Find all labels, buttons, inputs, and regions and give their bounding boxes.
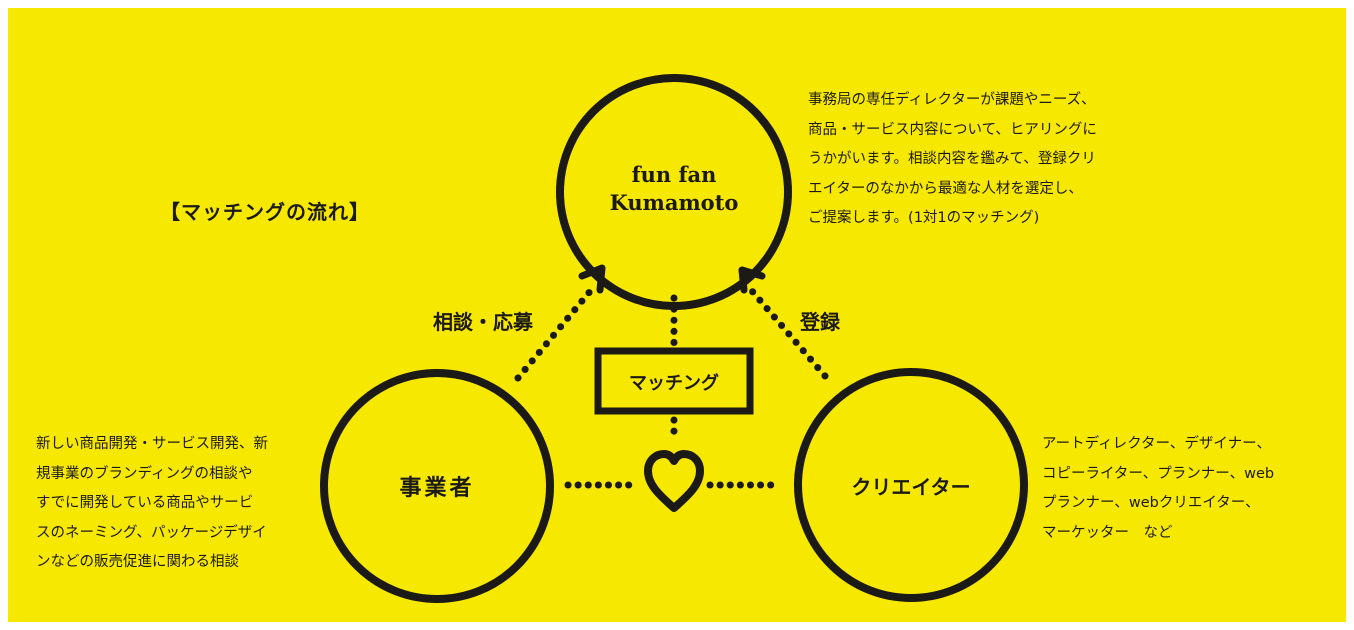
node-label: 事業者 <box>399 475 474 501</box>
box-label: マッチング <box>629 372 719 394</box>
background <box>8 8 1346 622</box>
heart-icon <box>644 450 704 512</box>
matching-flow-diagram: fun fan Kumamoto 事業者 クリエイター マッチング <box>8 8 1346 622</box>
business-owner-description: 新しい商品開発・サービス開発、新 規事業のブランディングの相談や すでに開発して… <box>36 436 268 570</box>
consult-apply-label: 相談・応募 <box>433 310 533 334</box>
creator-description: アートディレクター、デザイナー、 コピーライター、プランナー、web プランナー… <box>1042 436 1275 541</box>
diagram-panel: fun fan Kumamoto 事業者 クリエイター マッチング 【マッチング… <box>8 8 1346 622</box>
flow-heading: 【マッチングの流れ】 <box>160 200 370 224</box>
circle-outline <box>794 368 1028 602</box>
node-title-line1: fun fan <box>632 162 717 187</box>
node-label: クリエイター <box>851 475 970 499</box>
node-fun-fan-kumamoto: fun fan Kumamoto <box>556 74 792 310</box>
node-business-owner: 事業者 <box>320 369 554 603</box>
box-outline <box>594 347 754 415</box>
register-label: 登録 <box>800 310 840 334</box>
circle-outline <box>320 369 554 603</box>
circle-outline <box>556 74 792 310</box>
matching-box: マッチング <box>594 347 754 415</box>
secretariat-description: 事務局の専任ディレクターが課題やニーズ、 商品・サービス内容について、ヒアリング… <box>808 92 1097 226</box>
node-title-line2: Kumamoto <box>610 190 739 215</box>
node-creator: クリエイター <box>794 368 1028 602</box>
